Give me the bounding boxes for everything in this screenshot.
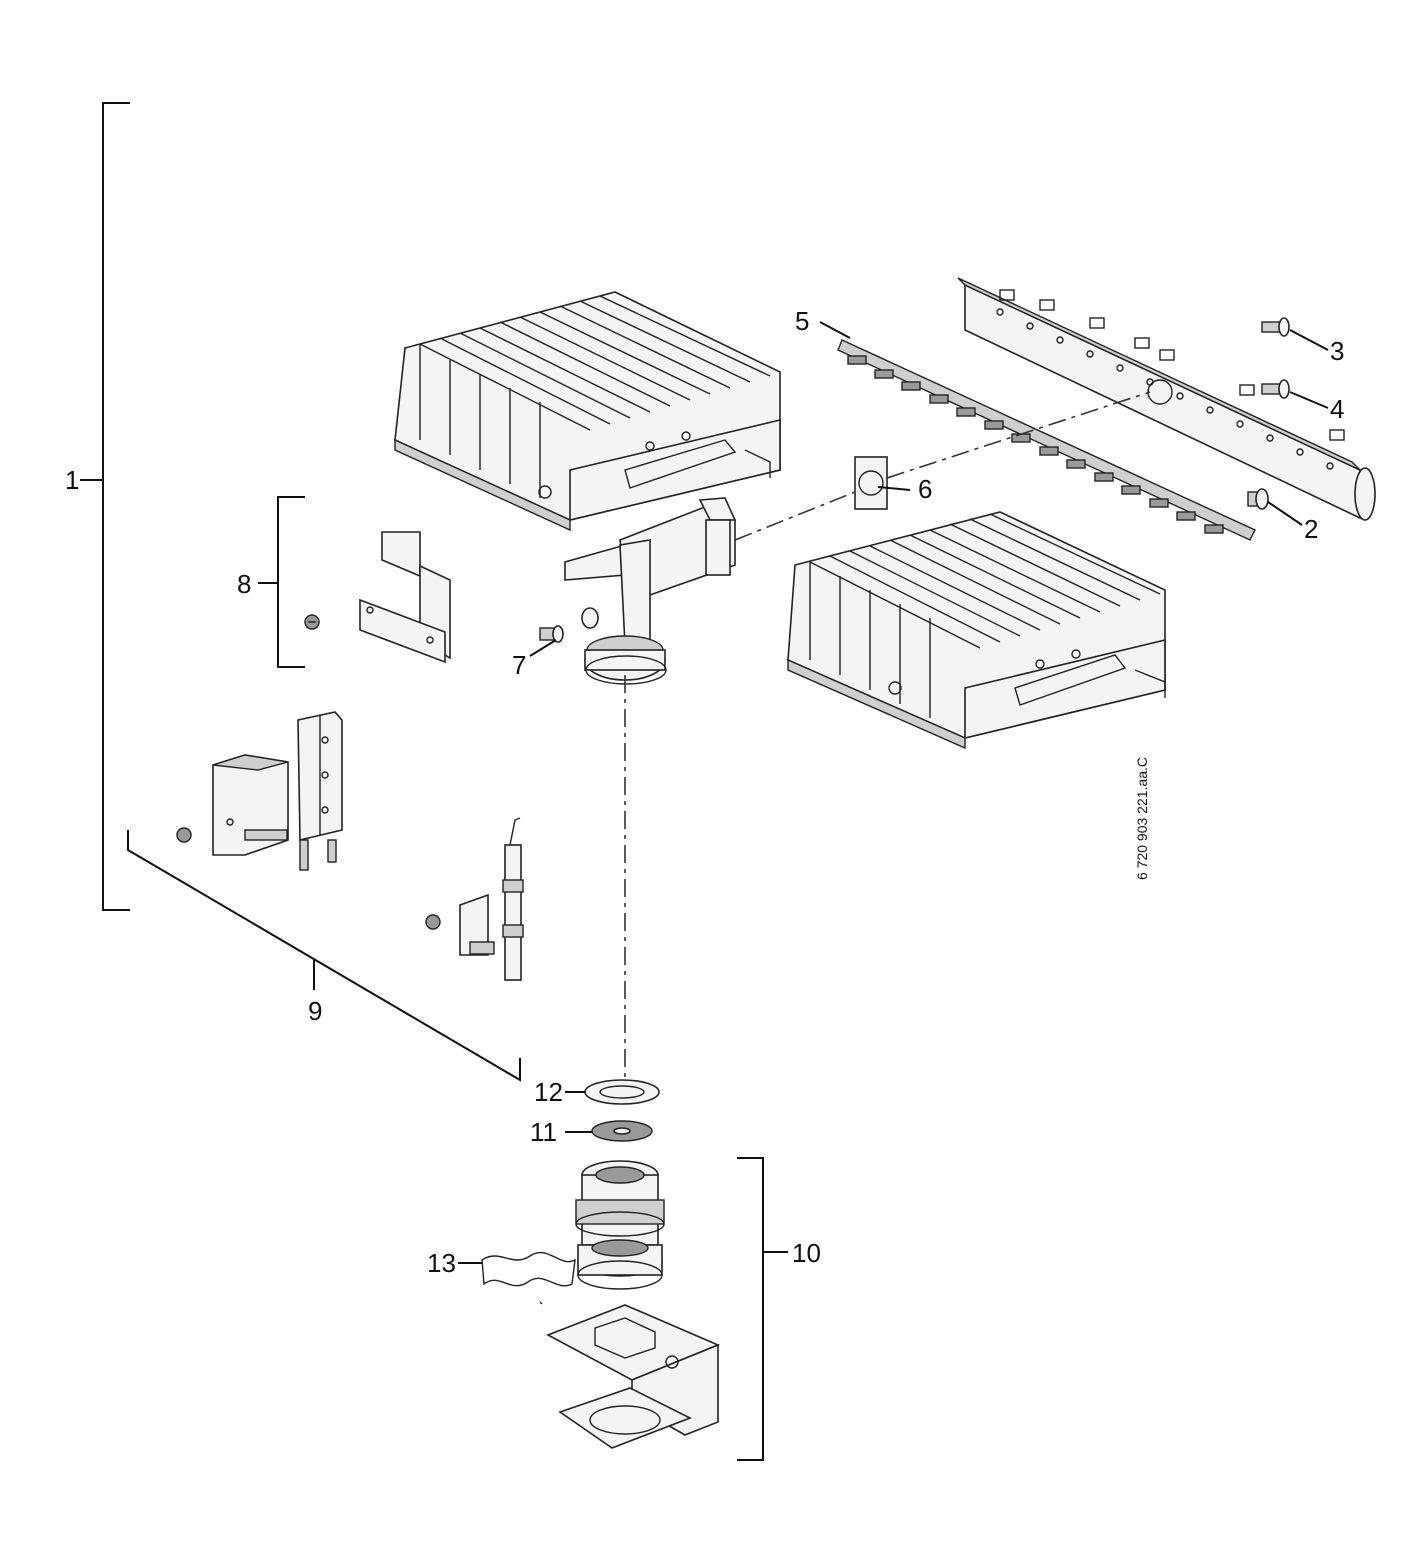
washer-11 bbox=[591, 1120, 653, 1142]
callout-11: 11 bbox=[530, 1117, 557, 1147]
callout-7: 7 bbox=[512, 650, 526, 680]
gasket-square bbox=[854, 456, 888, 510]
callout-6: 6 bbox=[918, 474, 932, 504]
screw-7 bbox=[539, 625, 564, 643]
gas-fitting-assembly bbox=[575, 1160, 665, 1290]
callout-2: 2 bbox=[1304, 514, 1318, 544]
callout-1: 1 bbox=[65, 465, 79, 495]
bolt-3 bbox=[1261, 317, 1290, 337]
bracket-group-10 bbox=[737, 1157, 788, 1461]
bolt-2 bbox=[1247, 488, 1269, 510]
leader-lines bbox=[458, 321, 1329, 1264]
retaining-clip-13 bbox=[481, 1251, 576, 1305]
angle-mounting-bracket bbox=[546, 1304, 721, 1449]
ignition-electrode bbox=[297, 711, 343, 871]
bracket-group-9 bbox=[127, 830, 521, 1082]
callout-4: 4 bbox=[1330, 394, 1344, 424]
callout-13: 13 bbox=[427, 1248, 456, 1278]
gas-manifold-rail bbox=[957, 277, 1376, 521]
callout-3: 3 bbox=[1330, 336, 1344, 366]
callout-5: 5 bbox=[795, 306, 809, 336]
gas-inlet-connector bbox=[564, 497, 737, 685]
screw-9a bbox=[176, 827, 192, 843]
screw-9b bbox=[425, 914, 441, 930]
callout-8: 8 bbox=[237, 569, 251, 599]
callout-labels: 1 2 3 4 5 6 7 8 9 10 11 12 13 bbox=[65, 306, 1344, 1278]
screw-8 bbox=[304, 614, 320, 630]
callout-10: 10 bbox=[792, 1238, 821, 1268]
burner-block-lower bbox=[787, 511, 1166, 750]
document-id: 6 720 903 221.aa.C bbox=[1134, 757, 1150, 880]
flame-sensor-bracket bbox=[459, 893, 495, 956]
bracket-group-8 bbox=[258, 496, 305, 668]
flame-sensor-electrode bbox=[502, 817, 524, 981]
mounting-bracket-8 bbox=[359, 531, 451, 664]
bolt-4 bbox=[1261, 379, 1290, 399]
bracket-group-1 bbox=[80, 102, 130, 911]
injector-bar bbox=[837, 339, 1256, 541]
callout-12: 12 bbox=[534, 1077, 563, 1107]
burner-block-upper bbox=[394, 291, 781, 532]
callout-9: 9 bbox=[308, 996, 322, 1026]
electrode-holder-bracket bbox=[212, 754, 289, 856]
alignment-lines bbox=[624, 391, 1151, 1085]
washer-12 bbox=[584, 1079, 660, 1105]
